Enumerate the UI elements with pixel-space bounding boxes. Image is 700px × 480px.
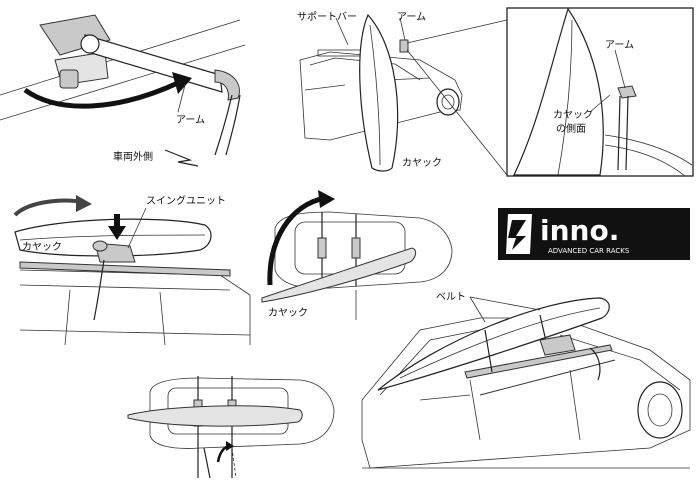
panel-swing-unit: スイングユニット カヤック bbox=[13, 194, 251, 346]
logo-brand: inno. bbox=[540, 214, 619, 247]
panel-top-view-loaded bbox=[127, 376, 335, 479]
panel-arm-closeup: アーム 車両外側 bbox=[0, 14, 246, 167]
kayak-side-label-2: の側面 bbox=[556, 122, 586, 135]
kayak-label-4: カヤック bbox=[268, 307, 308, 319]
panel-car-kayak-side: サポートバー アーム カヤック bbox=[297, 11, 508, 176]
kayak-side-label-1: カヤック bbox=[553, 109, 593, 121]
panel-car-belt: ベルト bbox=[361, 291, 691, 469]
panel-top-view-rotation: カヤック bbox=[261, 190, 453, 320]
panel-zoom-arm: アーム カヤック の側面 bbox=[506, 7, 694, 177]
inno-logo: inno. ADVANCED CAR RACKS bbox=[498, 208, 690, 260]
arm-label-2: アーム bbox=[397, 11, 426, 23]
logo-tagline: ADVANCED CAR RACKS bbox=[548, 247, 630, 255]
kayak-label-3: カヤック bbox=[22, 241, 62, 253]
swing-unit-label: スイングユニット bbox=[146, 194, 226, 207]
kayak-label-2: カヤック bbox=[402, 157, 442, 169]
arm-zoom-label: アーム bbox=[605, 39, 634, 51]
belt-label: ベルト bbox=[436, 291, 466, 303]
arm-label: アーム bbox=[176, 114, 205, 126]
support-bar-label: サポートバー bbox=[297, 11, 357, 23]
outer-side-label: 車両外側 bbox=[113, 150, 153, 163]
